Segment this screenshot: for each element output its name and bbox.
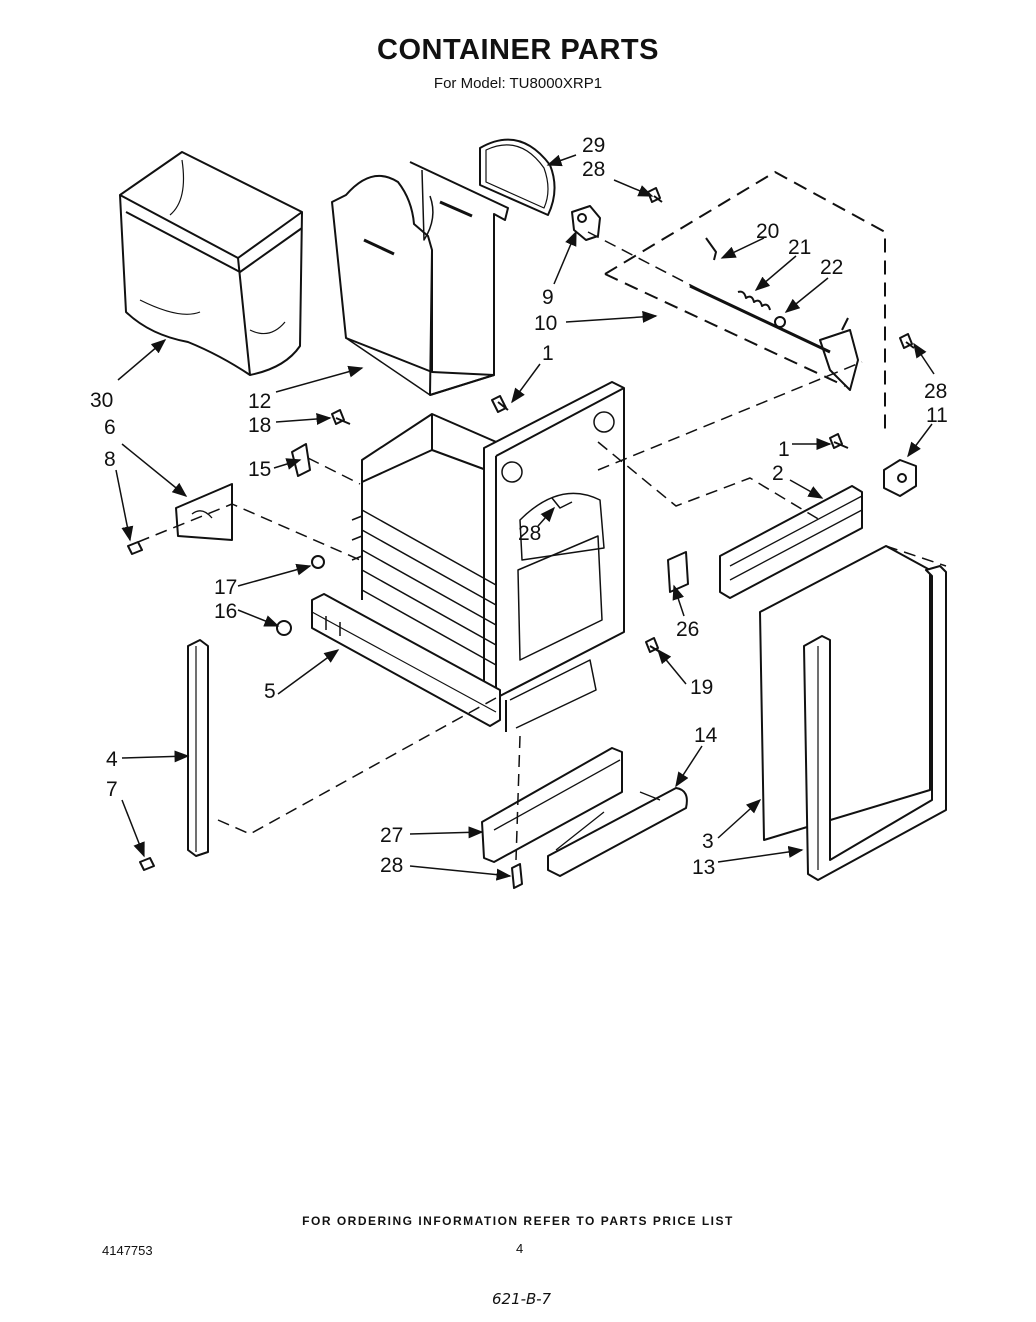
- callout-1-right: 1: [778, 438, 790, 461]
- callout-13: 13: [692, 856, 715, 879]
- callout-12: 12: [248, 390, 271, 413]
- container-bag: [119, 151, 303, 376]
- callout-2: 2: [772, 462, 784, 485]
- door-frame: [803, 565, 947, 881]
- toe-plate: [481, 747, 688, 877]
- base-rail: [311, 593, 501, 727]
- callout-28-top: 28: [582, 158, 605, 181]
- callout-22: 22: [820, 256, 843, 279]
- dashed-alignment-lines: [137, 231, 947, 861]
- callout-labels: 30 12 29 28 9 20 21 22 10 1 28 11 6 8 18…: [90, 134, 948, 879]
- callout-10: 10: [534, 312, 557, 335]
- callout-29: 29: [582, 134, 605, 157]
- callout-14: 14: [694, 724, 718, 747]
- side-bracket: [175, 483, 233, 541]
- ordering-notice: FOR ORDERING INFORMATION REFER TO PARTS …: [302, 1214, 734, 1228]
- callout-9: 9: [542, 286, 554, 309]
- latch-rod-assembly: [689, 237, 859, 391]
- callout-17: 17: [214, 576, 237, 599]
- callout-20: 20: [756, 220, 779, 243]
- callout-3: 3: [702, 830, 714, 853]
- callout-28-center: 28: [518, 522, 541, 545]
- hardware-items: [127, 187, 917, 889]
- callout-30: 30: [90, 389, 113, 412]
- leader-lines: [115, 154, 935, 881]
- door-panel: [759, 545, 931, 841]
- hinge-rail: [719, 485, 863, 599]
- container-liner: [331, 161, 509, 396]
- vertical-bar: [187, 639, 209, 857]
- callout-21: 21: [788, 236, 811, 259]
- callout-28-bottom: 28: [380, 854, 403, 877]
- model-subtitle: For Model: TU8000XRP1: [433, 75, 603, 92]
- page-title: CONTAINER PARTS: [377, 34, 659, 66]
- hinge-bracket: [571, 205, 601, 241]
- callout-11: 11: [926, 404, 948, 427]
- cabinet-frame: [351, 381, 625, 732]
- callout-6: 6: [104, 416, 116, 439]
- callout-18: 18: [248, 414, 271, 437]
- door-panel-outline: [604, 171, 886, 436]
- page-number: 4: [516, 1241, 524, 1256]
- callout-26: 26: [676, 618, 699, 641]
- callout-1-top: 1: [542, 342, 554, 365]
- callout-19: 19: [690, 676, 713, 699]
- handwritten-code: 621-B-7: [492, 1290, 552, 1308]
- callout-15: 15: [248, 458, 271, 481]
- callout-16: 16: [214, 600, 237, 623]
- callout-4: 4: [106, 748, 118, 771]
- callout-28-right: 28: [924, 380, 947, 403]
- callout-27: 27: [380, 824, 403, 847]
- callout-5: 5: [264, 680, 276, 703]
- callout-8: 8: [104, 448, 116, 471]
- document-number: 4147753: [102, 1243, 153, 1258]
- callout-7: 7: [106, 778, 118, 801]
- gasket: [479, 138, 556, 216]
